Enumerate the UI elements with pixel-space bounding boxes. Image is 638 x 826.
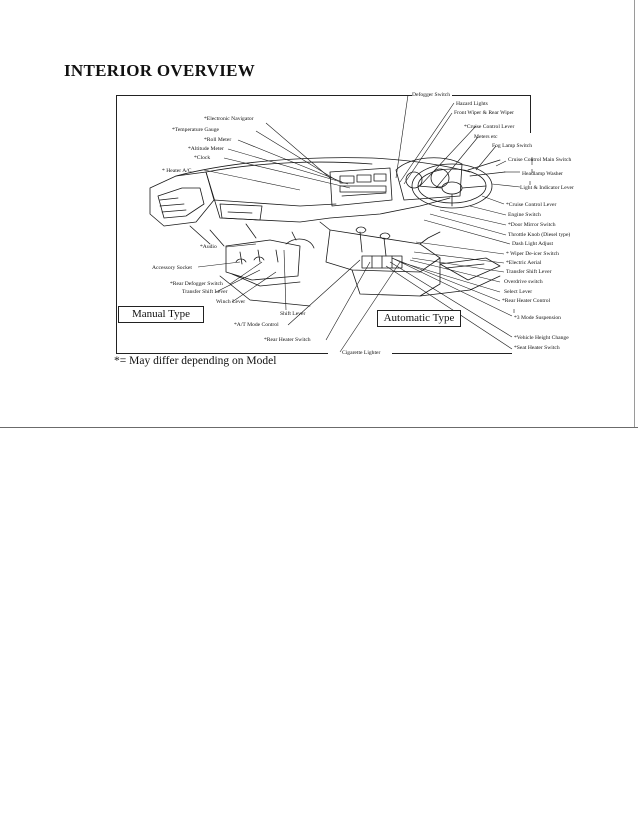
label-electric-aerial: *Electric Aerial [506, 260, 542, 266]
label-temperature-gauge: *Temperature Gauge [172, 127, 219, 133]
frame-top-line [116, 95, 412, 96]
label-seat-heater-switch: *Seat Heater Switch [514, 345, 560, 351]
label-cruise-control-lever-top: *Cruise Control Lever [464, 124, 515, 130]
label-wiper-deicer-switch: * Wiper De-icer Switch [506, 251, 559, 257]
label-select-lever: Select Lever [504, 289, 533, 295]
automatic-type-box: Automatic Type [377, 310, 461, 327]
manual-type-box: Manual Type [118, 306, 204, 323]
label-clock: *Clock [194, 155, 211, 161]
label-electronic-navigator: *Electronic Navigator [204, 116, 254, 122]
label-throttle-knob: Throttle Knob (Diesel type) [508, 232, 571, 238]
label-winch-lever: Winch Lever [216, 299, 246, 305]
label-heater-ac: * Heater A/C [162, 168, 192, 174]
page-edge [634, 0, 635, 428]
label-cruise-control-main-switch: Cruise Control Main Switch [508, 157, 572, 163]
frame-left-line [116, 95, 117, 353]
label-rear-defogger-switch: *Rear Defogger Switch [170, 281, 223, 287]
label-engine-switch: Engine Switch [508, 212, 541, 218]
page-sheet [0, 0, 638, 428]
dashboard-diagram [149, 94, 533, 353]
label-fog-lamp-switch: Fog Lamp Switch [492, 143, 533, 149]
page-title: INTERIOR OVERVIEW [64, 61, 256, 80]
label-audio: *Audio [200, 244, 217, 250]
model-footnote: *= May differ depending on Model [114, 355, 277, 367]
page-bottom-rule [0, 427, 638, 428]
label-door-mirror-switch: *Door Mirror Switch [508, 222, 556, 228]
label-overdrive-switch: Overdrive switch [504, 279, 543, 285]
label-3-mode-suspension: *3 Mode Suspension [514, 315, 561, 321]
label-defogger-switch: Defogger Switch [412, 92, 451, 98]
label-front-rear-wiper: Front Wiper & Rear Wiper [454, 110, 514, 116]
label-accessory-socket: Accessory Socket [152, 265, 192, 271]
frame-top-line-right [452, 95, 530, 96]
label-cruise-control-lever-right: *Cruise Control Lever [506, 202, 557, 208]
label-cigarette-lighter: Cigarette Lighter [342, 350, 381, 356]
label-meters-etc: Meters etc [474, 134, 498, 140]
label-hazard-lights: Hazard Lights [456, 101, 488, 107]
label-shift-lever: Shift Lever [280, 311, 306, 317]
frame-right-line [530, 95, 531, 133]
label-roll-meter: *Roll Meter [204, 137, 232, 143]
label-vehicle-height-change: *Vehicle Height Change [514, 335, 569, 341]
label-at-mode-control: *A/T Mode Control [234, 322, 279, 328]
frame-bottom-line [116, 353, 328, 354]
label-transfer-shift-lever-left: Transfer Shift Lever [182, 289, 228, 295]
label-light-indicator-lever: Light & Indicator Lever [520, 185, 574, 191]
label-transfer-shift-lever-right: Transfer Shift Lever [506, 269, 552, 275]
frame-bottom-line-right [392, 353, 512, 354]
label-rear-heater-control: *Rear Heater Control [502, 298, 551, 304]
label-dash-light-adjust: Dash Light Adjust [512, 241, 554, 247]
label-rear-heater-switch: *Rear Heater Switch [264, 337, 311, 343]
label-altitude-meter: *Altitude Meter [188, 146, 224, 152]
label-headlamp-washer: Headlamp Washer [522, 171, 563, 177]
